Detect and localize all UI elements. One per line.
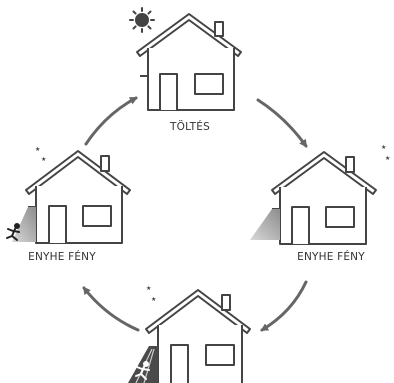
house-left — [26, 151, 130, 243]
svg-text:★: ★ — [146, 285, 151, 292]
moon-icon: ★ ★ — [11, 140, 46, 164]
house-door — [292, 207, 309, 244]
house-window — [206, 345, 234, 365]
svg-text:★: ★ — [151, 296, 156, 303]
house-window — [326, 207, 354, 227]
house-label-right: ENYHE FÉNY — [297, 250, 365, 263]
chimney — [215, 22, 223, 36]
house-right — [272, 152, 376, 244]
house-top — [137, 14, 241, 110]
svg-text:★: ★ — [41, 156, 46, 163]
house-label-left: ENYHE FÉNY — [28, 250, 96, 263]
house-door — [160, 74, 177, 110]
house-window — [83, 206, 111, 226]
house-bottom — [146, 290, 250, 383]
arrow-top-to-right — [258, 100, 306, 146]
arrow-bottom-to-left — [84, 288, 138, 330]
arrow-left-to-top — [86, 98, 136, 144]
arrow-right-to-bottom — [262, 282, 306, 330]
house-door — [171, 345, 188, 383]
lamp-glow — [250, 209, 280, 240]
moon-icon: ★ ★ — [360, 140, 390, 164]
svg-text:★: ★ — [381, 144, 386, 151]
sun-icon — [130, 8, 154, 32]
house-window — [195, 74, 223, 94]
svg-text:★: ★ — [385, 155, 390, 162]
house-label-top: TÖLTÉS — [169, 120, 210, 133]
chimney — [101, 156, 109, 171]
svg-text:★: ★ — [35, 146, 40, 153]
house-door — [49, 206, 66, 243]
moon-icon: ★ ★ — [123, 280, 156, 304]
chimney — [346, 157, 354, 172]
chimney — [222, 295, 230, 310]
